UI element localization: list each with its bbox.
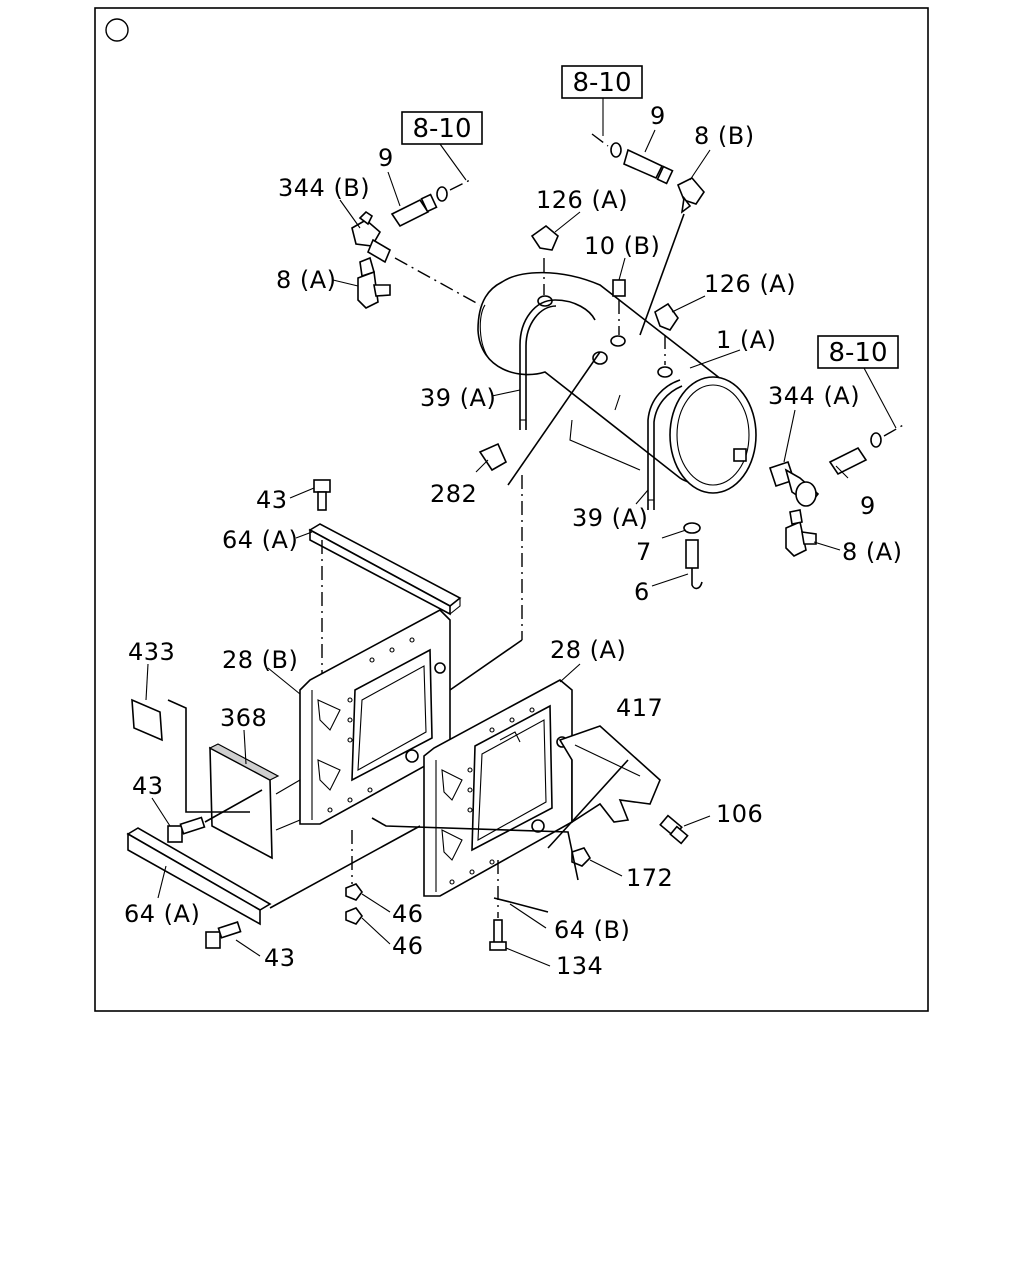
- view-marker: [105, 18, 129, 42]
- label-8a-left: 8 (A): [276, 266, 337, 294]
- leader-64a-bottom: [269, 825, 421, 909]
- label-43-top: 43: [256, 486, 288, 514]
- label-7: 7: [636, 538, 652, 566]
- part-282: [478, 442, 508, 472]
- part-417: [499, 725, 661, 824]
- label-8a-right: 8 (A): [842, 538, 903, 566]
- label-433: 433: [128, 638, 175, 666]
- diagram-frame: [94, 7, 929, 1012]
- part-43-bottom: [205, 921, 242, 949]
- label-28b: 28 (B): [222, 646, 298, 674]
- label-46-a: 46: [392, 900, 424, 928]
- part-64b: [493, 897, 549, 913]
- label-39a-bottom: 39 (A): [572, 504, 648, 532]
- leader-433: [167, 699, 250, 813]
- label-8b: 8 (B): [694, 122, 755, 150]
- label-282: 282: [430, 480, 477, 508]
- label-10b: 10 (B): [584, 232, 660, 260]
- label-368: 368: [220, 704, 267, 732]
- part-28a: [423, 679, 573, 897]
- air-tank: [477, 271, 757, 510]
- label-344b: 344 (B): [278, 174, 370, 202]
- label-39a-top: 39 (A): [420, 384, 496, 412]
- part-106: [659, 814, 689, 845]
- label-28a: 28 (A): [550, 636, 626, 664]
- label-172: 172: [626, 864, 673, 892]
- ref-box-top-center: 8-10: [561, 65, 643, 99]
- ref-box-top-left: 8-10: [401, 111, 483, 145]
- leader-28b: [449, 639, 523, 691]
- leader-lines: [145, 98, 897, 967]
- leader-417: [547, 759, 629, 849]
- part-28b: [299, 609, 451, 825]
- label-1a: 1 (A): [716, 326, 777, 354]
- fittings-top: [530, 133, 706, 365]
- label-9-right: 9: [860, 492, 876, 520]
- label-417: 417: [616, 694, 663, 722]
- label-64a-top: 64 (A): [222, 526, 298, 554]
- part-433: [131, 698, 163, 742]
- label-106: 106: [716, 800, 763, 828]
- label-126a-right: 126 (A): [704, 270, 796, 298]
- label-9-left: 9: [378, 144, 394, 172]
- part-43-mid: [167, 816, 206, 843]
- part-43-top: [313, 479, 331, 511]
- centerline-tank-left: [394, 257, 481, 306]
- ref-box-right: 8-10: [817, 335, 899, 369]
- label-64b: 64 (B): [554, 916, 630, 944]
- fittings-right: [683, 423, 906, 590]
- leader-tank-282: [507, 351, 601, 486]
- svg-text:8-10: 8-10: [828, 338, 887, 368]
- svg-text:8-10: 8-10: [572, 68, 631, 98]
- label-46-b: 46: [392, 932, 424, 960]
- part-64a-top: [308, 523, 462, 616]
- leader-43-mid: [204, 789, 263, 823]
- label-6: 6: [634, 578, 650, 606]
- part-134: [489, 919, 507, 951]
- label-134: 134: [556, 952, 603, 980]
- part-64a-bottom: [126, 827, 272, 926]
- label-126a-left: 126 (A): [536, 186, 628, 214]
- frame-link-lines: [371, 817, 579, 881]
- label-344a: 344 (A): [768, 382, 860, 410]
- part-labels: 9 8 (B) 9 344 (B) 126 (A) 10 (B) 126 (A)…: [124, 102, 903, 980]
- label-43-bottom: 43: [264, 944, 296, 972]
- part-368: [208, 743, 301, 860]
- fittings-left: [351, 179, 471, 309]
- part-46: [345, 883, 363, 925]
- svg-text:8-10: 8-10: [412, 114, 471, 144]
- label-64a-bottom: 64 (A): [124, 900, 200, 928]
- label-43-mid: 43: [132, 772, 164, 800]
- label-9-top: 9: [650, 102, 666, 130]
- part-172: [571, 847, 592, 867]
